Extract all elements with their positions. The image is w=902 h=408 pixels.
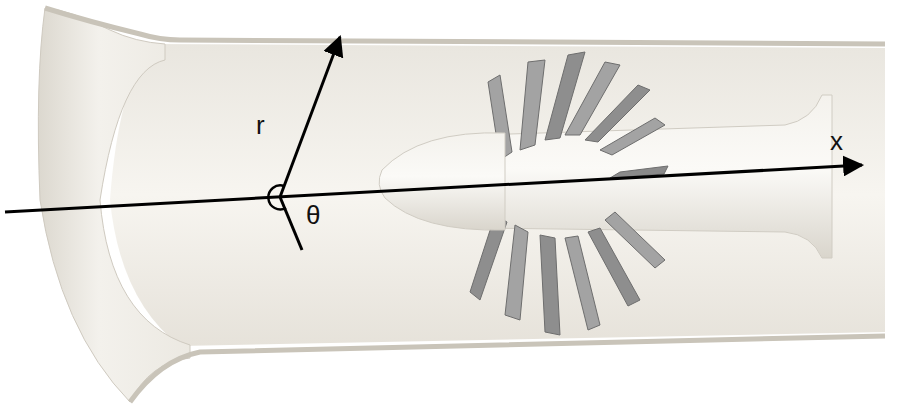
x-axis	[5, 165, 862, 212]
hub-nose	[379, 133, 505, 230]
duct-lip-top	[45, 8, 885, 44]
axis-label: x	[830, 128, 843, 154]
axis-label: r	[256, 112, 265, 138]
duct-lip-bottom	[130, 336, 885, 402]
theta-arc	[268, 185, 286, 209]
duct-inner	[110, 44, 885, 346]
r-arrow	[280, 37, 340, 197]
angle-label: θ	[306, 202, 320, 228]
theta-ray	[280, 197, 302, 250]
